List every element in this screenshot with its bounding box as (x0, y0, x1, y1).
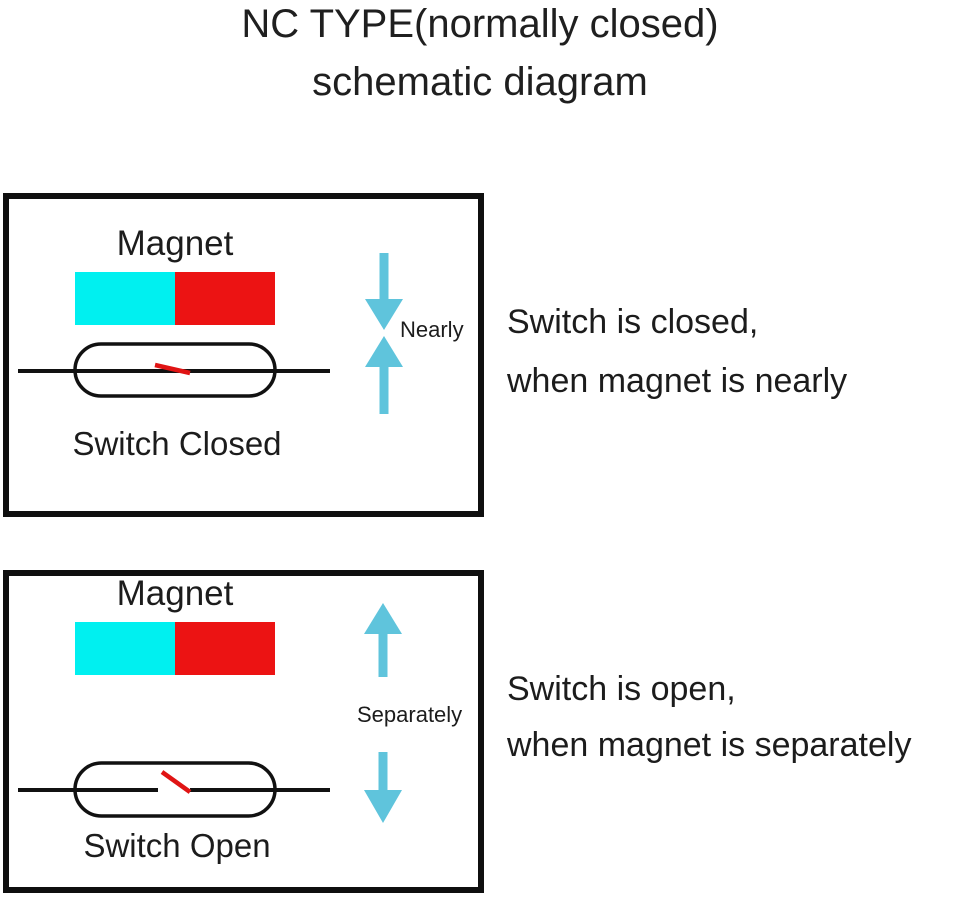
down-arrow-head (364, 790, 402, 823)
down-arrow-head (365, 299, 403, 330)
caption-open-line1: Switch is open, (507, 670, 736, 708)
up-arrow-shaft (379, 365, 389, 414)
magnet-label-closed: Magnet (116, 224, 234, 263)
panel-switch-open (3, 570, 484, 893)
panel-switch-closed (3, 193, 484, 517)
magnet-north-pole (75, 622, 175, 675)
contact-blade-closed (154, 362, 191, 376)
caption-closed-line1: Switch is closed, (507, 303, 759, 341)
contact-blade-open (160, 770, 192, 794)
magnet-label-open: Magnet (116, 574, 234, 613)
page-title-line1: NC TYPE(normally closed) (241, 2, 719, 46)
magnet-south-pole (175, 622, 275, 675)
magnet-north-pole (75, 272, 175, 325)
closed-state-diagram (18, 253, 403, 414)
page-title-line2: schematic diagram (312, 60, 648, 104)
nearly-label: Nearly (400, 317, 464, 342)
switch-open-label: Switch Open (83, 827, 271, 864)
caption-closed-line2: when magnet is nearly (507, 362, 848, 400)
magnet-south-pole (175, 272, 275, 325)
caption-open-line2: when magnet is separately (507, 726, 912, 764)
open-state-diagram (18, 603, 402, 823)
up-arrow-head (365, 336, 403, 367)
up-arrow-head (364, 603, 402, 634)
down-arrow-shaft (378, 752, 388, 792)
up-arrow-shaft (378, 632, 388, 677)
switch-closed-label: Switch Closed (72, 425, 282, 462)
separately-label: Separately (357, 702, 463, 727)
down-arrow-shaft (379, 253, 389, 302)
